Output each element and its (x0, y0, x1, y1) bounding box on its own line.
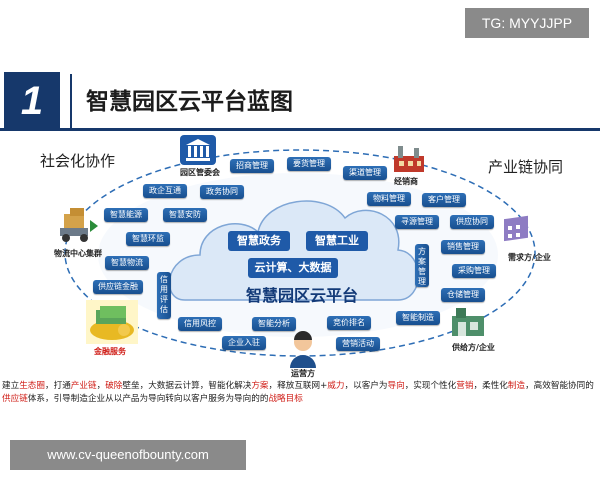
module-industry: 智慧工业 (306, 231, 368, 251)
node-operator: 运营方 (291, 369, 315, 378)
node-logistics: 物流中心集群 (54, 249, 102, 258)
pill-caigou: 采购管理 (452, 264, 496, 278)
pill-xinyong: 信用评估 (157, 272, 171, 319)
pill-yingxiao: 营销活动 (336, 337, 380, 351)
node-brokers: 经销商 (394, 177, 418, 186)
desc-text: 体系，引导制造企业从以产品为导向转向以客户服务为导向的的 (27, 394, 269, 404)
module-gov-affairs: 智慧政务 (228, 231, 290, 251)
pill-qudao: 渠道管理 (343, 166, 387, 180)
watermark-bottom: www.cv-queenofbounty.com (10, 440, 246, 470)
pill-zhaoshang: 招商管理 (230, 159, 274, 173)
title-bar: 1 智慧园区云平台蓝图 (0, 72, 600, 130)
desc-highlight: 威力 (327, 381, 345, 391)
social-collaboration-label: 社会化协作 (40, 152, 116, 170)
desc-text: ，高效智能协同的 (525, 381, 594, 391)
desc-highlight: 产业链 (70, 381, 97, 391)
desc-text: 壁垒，大数据云计算，智能化解决 (122, 381, 252, 391)
pill-fangan: 方案管理 (415, 244, 429, 287)
pill-cangchu: 仓储管理 (441, 288, 485, 302)
pill-zhengwu: 政务协同 (200, 185, 244, 199)
pill-anfang: 智慧安防 (163, 208, 207, 222)
page-title: 智慧园区云平台蓝图 (86, 89, 293, 115)
desc-text: ，柔性化 (473, 381, 508, 391)
money-pile-icon (86, 300, 138, 344)
pill-ruzhu: 企业入驻 (222, 336, 266, 350)
pill-gongyinglian-jr: 供应链金融 (93, 280, 143, 294)
pill-xunyuan: 寻源管理 (395, 215, 439, 229)
desc-highlight: 供应链 (2, 394, 28, 404)
core-platform-title: 智慧园区云平台 (245, 286, 358, 305)
node-demand: 需求方/企业 (508, 253, 551, 262)
section-number: 1 (20, 79, 44, 123)
node-finance: 金融服务 (94, 347, 126, 356)
description-paragraph: 建立生态圈，打通产业链，破除壁垒，大数据云计算，智能化解决方案，释放互联网+威力… (2, 380, 598, 406)
pill-kehu: 客户管理 (422, 193, 466, 207)
node-supply: 供给方/企业 (452, 343, 495, 352)
government-building-icon (180, 135, 216, 165)
watermark-top: TG: MYYJJPP (465, 8, 589, 38)
pill-huanjian: 智慧环监 (126, 232, 170, 246)
desc-highlight: 破除 (105, 381, 123, 391)
desc-text: ，释放互联网+ (268, 381, 328, 391)
factory-icon (394, 146, 424, 172)
desc-highlight: 制造 (507, 381, 526, 391)
title-separator (70, 74, 72, 128)
operator-person-icon (290, 331, 316, 368)
number-block (4, 72, 60, 130)
cloud-shape (168, 200, 419, 301)
pill-jingjia: 竞价排名 (327, 316, 371, 330)
pill-xiaoshou: 销售管理 (441, 240, 485, 254)
desc-text: ，打通 (45, 381, 71, 391)
industry-chain-label: 产业链协同 (488, 158, 564, 176)
desc-highlight: 导向 (387, 381, 405, 391)
pill-fenxi: 智能分析 (252, 317, 296, 331)
pill-nengyuan: 智慧能源 (104, 208, 148, 222)
desc-highlight: 营销 (456, 381, 474, 391)
desc-text: ，以客户为 (344, 381, 388, 391)
title-underline (0, 128, 600, 131)
desc-highlight: 战略目标 (268, 394, 303, 404)
demand-office-icon (504, 215, 528, 242)
module-cloud-bigdata: 云计算、大数据 (248, 258, 338, 278)
node-park-committee: 园区管委会 (180, 168, 220, 177)
pill-wuliu: 智慧物流 (105, 256, 149, 270)
pill-yaohuo: 要货管理 (287, 157, 331, 171)
pill-zhengqi: 政企互通 (143, 184, 187, 198)
logistics-truck-icon (60, 208, 98, 242)
pill-wuliao: 物料管理 (367, 192, 411, 206)
desc-text: ，实现个性化 (404, 381, 457, 391)
desc-highlight: 生态圈 (19, 381, 45, 391)
pill-fengkong: 信用风控 (178, 317, 222, 331)
pill-gongying: 供应协同 (450, 215, 494, 229)
desc-text: ， (96, 381, 106, 391)
desc-highlight: 方案 (251, 381, 269, 391)
pill-zhizao: 智能制造 (396, 311, 440, 325)
supply-warehouse-icon (452, 308, 484, 336)
desc-text: 建立 (2, 381, 20, 391)
